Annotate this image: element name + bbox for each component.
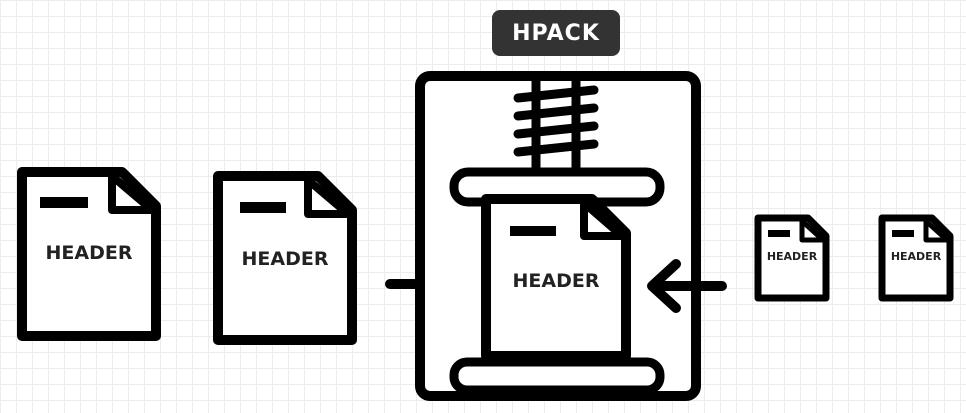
- document-label: HEADER: [45, 242, 133, 264]
- header-document-icon: [878, 214, 954, 302]
- document-label: HEADER: [241, 248, 329, 270]
- press-icon: [415, 71, 701, 401]
- hpack-title-badge: HPACK: [492, 10, 620, 56]
- arrow-left-icon: [647, 259, 727, 313]
- header-document-icon: [17, 167, 161, 341]
- document-label: HEADER: [890, 250, 942, 263]
- document-label: HEADER: [766, 250, 818, 263]
- header-document-icon: [754, 214, 830, 302]
- header-document-icon: [213, 171, 357, 345]
- document-label: HEADER: [512, 270, 600, 292]
